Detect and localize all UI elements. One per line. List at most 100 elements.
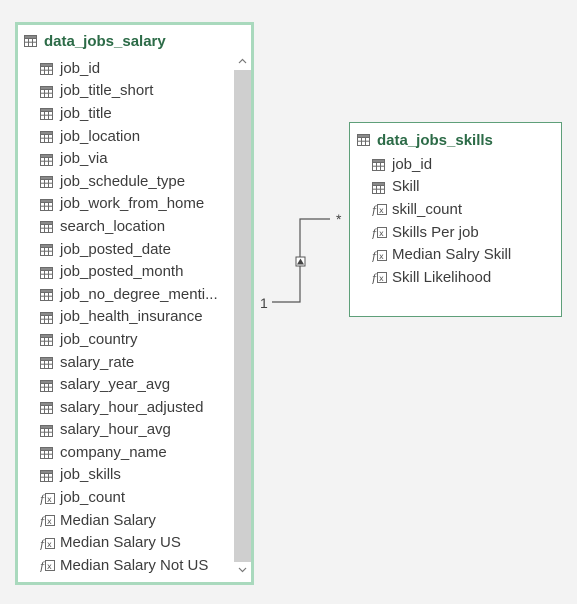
field-row[interactable]: job_skills	[40, 464, 218, 487]
table-title: data_jobs_salary	[44, 32, 166, 50]
field-label: Skill Likelihood	[392, 268, 492, 286]
scroll-up-button[interactable]	[234, 53, 251, 69]
field-row[interactable]: job_no_degree_menti...	[40, 283, 218, 306]
table-column-icon	[40, 198, 53, 211]
table-column-icon	[40, 424, 53, 437]
field-row[interactable]: job_via	[40, 147, 218, 170]
field-row[interactable]: salary_hour_adjusted	[40, 396, 218, 419]
svg-text:x: x	[47, 517, 52, 526]
field-label: job_posted_date	[60, 240, 171, 258]
field-label: Skill	[392, 178, 420, 196]
field-row[interactable]: job_schedule_type	[40, 170, 218, 193]
filter-direction-arrow-icon	[295, 256, 306, 267]
svg-text:x: x	[379, 252, 384, 261]
svg-text:x: x	[379, 229, 384, 238]
field-row[interactable]: job_posted_date	[40, 238, 218, 261]
table-column-icon	[40, 266, 53, 279]
svg-text:f: f	[40, 493, 46, 505]
svg-text:x: x	[47, 495, 52, 504]
field-label: job_location	[60, 127, 141, 145]
table-column-icon	[40, 243, 53, 257]
field-row[interactable]: job_country	[40, 328, 218, 351]
field-row[interactable]: salary_year_avg	[40, 373, 218, 396]
field-label: Skills Per job	[392, 223, 479, 241]
table-column-icon	[40, 379, 53, 392]
field-label: job_skills	[60, 466, 121, 484]
chevron-up-icon	[238, 58, 247, 64]
scrollbar-thumb[interactable]	[234, 70, 251, 562]
field-row[interactable]: salary_rate	[40, 351, 218, 374]
field-label: Median Salary US	[60, 534, 181, 552]
field-label: company_name	[60, 443, 167, 461]
field-row[interactable]: job_posted_month	[40, 260, 218, 283]
svg-text:f: f	[372, 250, 378, 262]
table-column-icon	[40, 85, 53, 98]
field-label: search_location	[60, 217, 166, 235]
field-label: job_work_from_home	[60, 195, 205, 213]
field-row[interactable]: company_name	[40, 441, 218, 464]
field-row[interactable]: salary_hour_avg	[40, 419, 218, 442]
field-row[interactable]: Skill	[372, 176, 511, 199]
table-column-icon	[40, 469, 53, 482]
svg-text:f: f	[40, 560, 46, 572]
scroll-down-button[interactable]	[234, 562, 251, 578]
table-column-icon	[372, 158, 385, 172]
field-label: salary_rate	[60, 353, 135, 371]
field-row[interactable]: job_id	[372, 153, 511, 176]
field-row[interactable]: job_work_from_home	[40, 193, 218, 216]
table-column-icon	[40, 62, 53, 76]
field-label: job_id	[60, 59, 101, 77]
svg-text:f: f	[40, 538, 46, 550]
svg-text:x: x	[47, 562, 52, 571]
svg-text:x: x	[379, 206, 384, 215]
field-label: Median Salary Not US	[60, 556, 209, 574]
table-column-icon	[40, 356, 53, 370]
table-header[interactable]: data_jobs_skills	[350, 124, 561, 156]
field-row[interactable]: job_health_insurance	[40, 306, 218, 329]
cardinality-one-label: 1	[260, 295, 268, 311]
field-label: job_via	[60, 150, 108, 168]
field-row[interactable]: job_title	[40, 102, 218, 125]
table-column-icon	[40, 446, 53, 460]
table-column-icon	[40, 107, 53, 121]
vertical-scrollbar[interactable]	[234, 53, 251, 582]
field-label: job_posted_month	[60, 263, 184, 281]
field-label: salary_year_avg	[60, 376, 171, 394]
field-label: job_title_short	[60, 82, 154, 100]
field-label: skill_count	[392, 200, 463, 218]
svg-text:x: x	[379, 274, 384, 283]
table-column-icon	[40, 175, 53, 189]
table-icon	[357, 134, 370, 146]
field-label: salary_hour_adjusted	[60, 398, 204, 416]
field-label: job_schedule_type	[60, 172, 186, 190]
field-row[interactable]: search_location	[40, 215, 218, 238]
table-column-icon	[40, 311, 53, 324]
table-column-icon	[372, 181, 385, 194]
svg-text:f: f	[40, 515, 46, 527]
field-label: job_health_insurance	[60, 308, 203, 326]
table-header[interactable]: data_jobs_salary	[18, 25, 251, 57]
table-column-icon	[40, 401, 53, 415]
field-row[interactable]: job_location	[40, 125, 218, 148]
field-row[interactable]: job_title_short	[40, 80, 218, 103]
field-list: job_id job_title_short job_title job_locati…	[39, 57, 218, 577]
field-row[interactable]: job_id	[40, 57, 218, 80]
